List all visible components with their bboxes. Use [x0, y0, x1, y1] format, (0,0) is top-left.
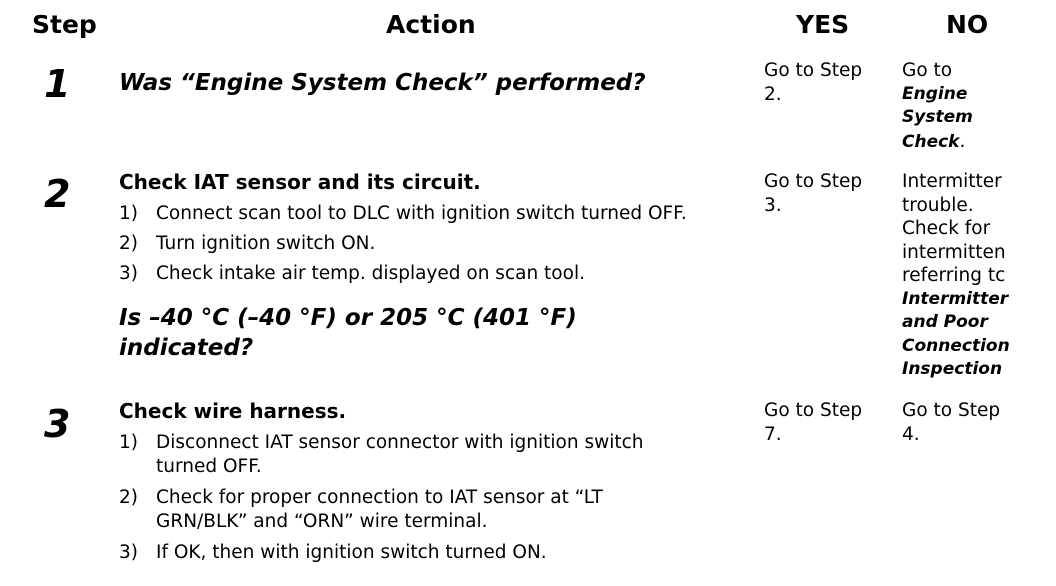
step-2-yes: Go to Step 3.	[764, 170, 884, 217]
step-2-question-line: Is –40 °C (–40 °F) or 205 °C (401 °F)	[119, 305, 577, 331]
item-text-line: Disconnect IAT sensor connector with ign…	[156, 432, 644, 453]
step-3-no-line: Go to Step	[902, 400, 1001, 421]
step-3-item-2: 2) Check for proper connection to IAT se…	[119, 486, 759, 534]
step-2-no-ref: Inspection	[902, 359, 1003, 379]
item-number: 3)	[119, 542, 138, 563]
step-2-no-ref: Intermitter	[902, 288, 1009, 309]
step-1-number: 1	[44, 62, 71, 106]
item-text-line: Check for proper connection to IAT senso…	[156, 487, 603, 508]
step-2-item-2: 2) Turn ignition switch ON.	[119, 232, 759, 256]
item-number: 1)	[119, 432, 138, 453]
step-2-no-line: Intermitter	[902, 171, 1002, 192]
item-number: 2)	[119, 233, 138, 254]
step-2-item-3: 3) Check intake air temp. displayed on s…	[119, 262, 759, 286]
step-1-no-suffix: .	[959, 130, 966, 152]
step-1-no: Go to Engine System Check.	[902, 59, 1013, 154]
step-2-yes-line: Go to Step	[764, 171, 863, 192]
step-3-item-3: 3) If OK, then with ignition switch turn…	[119, 541, 759, 565]
item-text: Connect scan tool to DLC with ignition s…	[156, 203, 687, 224]
item-number: 1)	[119, 203, 138, 224]
item-text: Check intake air temp. displayed on scan…	[156, 263, 585, 284]
item-text-line: turned OFF.	[156, 456, 262, 477]
item-number: 2)	[119, 487, 138, 508]
item-text-line: GRN/BLK” and “ORN” wire terminal.	[156, 511, 488, 532]
step-2-no-line: intermitten	[902, 241, 1006, 263]
step-3-yes-line: 7.	[764, 423, 782, 445]
step-1-question: Was “Engine System Check” performed?	[119, 70, 646, 96]
step-2-no-line: trouble.	[902, 194, 974, 216]
step-2-number: 2	[44, 172, 71, 216]
column-header-no: NO	[946, 10, 989, 39]
column-header-action: Action	[386, 10, 476, 39]
item-text-line: If OK, then with ignition switch turned …	[156, 542, 547, 563]
step-1-yes-line: Go to Step	[764, 60, 863, 81]
step-3-yes: Go to Step 7.	[764, 399, 884, 446]
step-1-no-line: Go to	[902, 60, 953, 81]
step-2-title: Check IAT sensor and its circuit.	[119, 170, 481, 194]
step-3-number: 3	[44, 402, 71, 446]
step-2-question: Is –40 °C (–40 °F) or 205 °C (401 °F) in…	[119, 303, 577, 363]
step-1-no-ref: Check	[902, 131, 960, 152]
step-2-no-ref: and Poor	[902, 312, 988, 332]
step-3-title: Check wire harness.	[119, 399, 347, 423]
step-1-yes-line: 2.	[764, 83, 782, 105]
step-1-no-ref: Engine	[902, 83, 968, 104]
step-2-item-1: 1) Connect scan tool to DLC with ignitio…	[119, 202, 759, 226]
step-2-question-line: indicated?	[119, 335, 254, 361]
step-2-no-line: Check for	[902, 218, 991, 239]
step-1-no-ref: System	[902, 107, 973, 127]
step-3-item-1: 1) Disconnect IAT sensor connector with …	[119, 431, 759, 479]
column-header-step: Step	[32, 10, 97, 39]
step-2-no: Intermitter trouble. Check for intermitt…	[902, 170, 1013, 382]
column-header-yes: YES	[796, 10, 850, 39]
step-2-yes-line: 3.	[764, 194, 782, 216]
step-1-yes: Go to Step 2.	[764, 59, 884, 106]
step-3-no: Go to Step 4.	[902, 399, 1013, 446]
step-3-yes-line: Go to Step	[764, 400, 863, 421]
item-text: Turn ignition switch ON.	[156, 233, 376, 254]
item-number: 3)	[119, 263, 138, 284]
step-2-no-line: referring tc	[902, 265, 1006, 286]
step-2-no-ref: Connection	[902, 335, 1010, 356]
step-3-no-line: 4.	[902, 423, 920, 445]
